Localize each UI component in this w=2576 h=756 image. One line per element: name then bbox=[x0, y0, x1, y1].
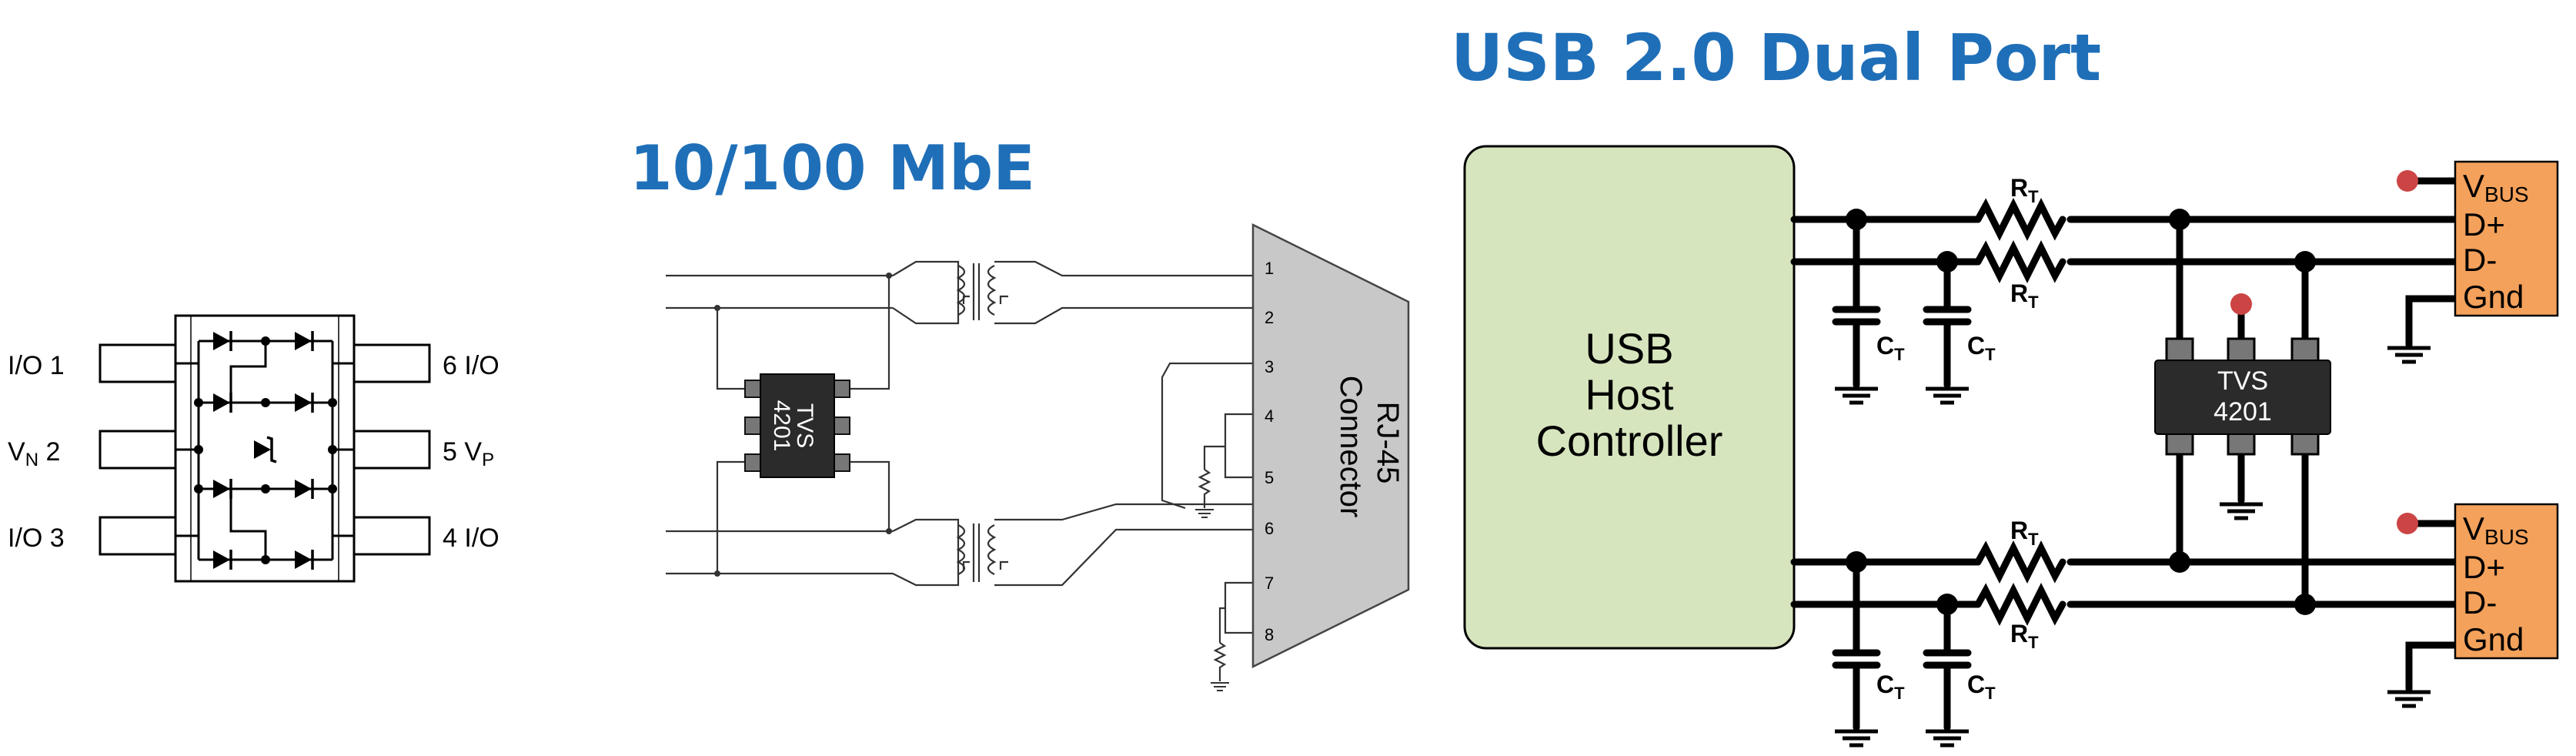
tvs-chip-usb: TVS 4201 bbox=[2154, 293, 2331, 518]
usb-title: USB 2.0 Dual Port bbox=[1451, 20, 2101, 95]
pin-stub-2 bbox=[99, 430, 177, 470]
diode-icon bbox=[212, 548, 232, 571]
pin-label-1: I/O 1 bbox=[8, 351, 65, 380]
resistor-label: RT bbox=[2010, 174, 2039, 206]
usb-port-top: VBUS D+ D- Gnd bbox=[2454, 160, 2559, 317]
connector-pin: 5 bbox=[1265, 468, 1274, 487]
resistor-label: RT bbox=[2010, 279, 2039, 312]
port-pin-gnd: Gnd bbox=[2463, 279, 2524, 315]
connector-pins: 1 2 3 4 5 6 7 8 bbox=[1265, 259, 1274, 644]
connector-pin: 2 bbox=[1265, 308, 1274, 327]
pin-label-2: VN 2 bbox=[8, 437, 60, 472]
ethernet-title: 10/100 MbE bbox=[630, 132, 1035, 204]
connector-pin: 3 bbox=[1265, 357, 1274, 376]
ground-icon bbox=[1926, 389, 1969, 403]
ground-icon bbox=[1835, 731, 1878, 745]
usb-host-controller bbox=[1463, 145, 1796, 650]
diode-icon bbox=[293, 391, 314, 414]
tvs-part-number: 4201 bbox=[2213, 397, 2272, 427]
diode-icon bbox=[212, 391, 232, 414]
capacitor-label: CT bbox=[1967, 332, 1996, 364]
capacitor-label: CT bbox=[1876, 332, 1905, 364]
diode-icon bbox=[293, 477, 314, 500]
connector-pin: 1 bbox=[1265, 259, 1274, 278]
port-pin-vbus: VBUS bbox=[2463, 168, 2529, 206]
ic-pinout: I/O 1 VN 2 I/O 3 6 I/O 5 VP 4 I/O bbox=[8, 314, 499, 583]
usb-port-bottom: VBUS D+ D- Gnd bbox=[2454, 503, 2559, 660]
zener-diode-icon bbox=[254, 436, 277, 463]
ground-icon bbox=[2387, 692, 2431, 706]
pin-label-6: 6 I/O bbox=[443, 351, 499, 380]
pin-stub-1 bbox=[99, 343, 177, 383]
connector-pin: 7 bbox=[1265, 574, 1274, 593]
controller-label: USB bbox=[1585, 324, 1673, 373]
port-pin-dminus: D- bbox=[2463, 242, 2497, 278]
port-pin-dminus: D- bbox=[2463, 584, 2497, 621]
tvs-part-number: 4201 bbox=[769, 400, 794, 452]
pin-label-4: 4 I/O bbox=[443, 524, 499, 553]
ground-icon bbox=[1926, 731, 1969, 745]
diode-icon bbox=[293, 329, 314, 353]
pin-stub-5 bbox=[352, 430, 431, 470]
connector-label: RJ-45 bbox=[1371, 402, 1405, 484]
ground-icon bbox=[2220, 504, 2263, 518]
ground-icon bbox=[1835, 389, 1878, 403]
rj45-connector: 1 2 3 4 5 6 7 8 RJ-45 Connector bbox=[1251, 222, 1410, 669]
pin-stub-3 bbox=[99, 516, 177, 556]
diode-icon bbox=[212, 329, 232, 353]
tvs-label: TVS bbox=[792, 403, 817, 448]
resistor-label: RT bbox=[2010, 517, 2039, 549]
transformer-top bbox=[892, 260, 1262, 325]
connector-label: Connector bbox=[1334, 376, 1368, 518]
ground-icon bbox=[2387, 348, 2431, 362]
pin-stub-4 bbox=[352, 516, 431, 556]
controller-label: Host bbox=[1585, 370, 1674, 419]
connector-pin: 4 bbox=[1265, 406, 1274, 426]
connector-pin: 8 bbox=[1265, 625, 1274, 644]
controller-label: Controller bbox=[1536, 416, 1723, 465]
transformer-bottom bbox=[892, 503, 1262, 587]
capacitor-label: CT bbox=[1876, 671, 1905, 703]
power-dot bbox=[2397, 170, 2418, 192]
diode-icon bbox=[293, 548, 314, 571]
port-pin-dplus: D+ bbox=[2463, 206, 2505, 243]
pin-stub-6 bbox=[352, 343, 431, 383]
resistor-label: RT bbox=[2010, 620, 2039, 652]
capacitor-label: CT bbox=[1967, 671, 1996, 703]
power-dot bbox=[2397, 513, 2418, 534]
ground-icon bbox=[1194, 509, 1214, 518]
port-pin-dplus: D+ bbox=[2463, 549, 2505, 585]
tvs-label: TVS bbox=[2217, 366, 2268, 396]
ground-icon bbox=[1210, 682, 1230, 691]
diode-icon bbox=[212, 477, 232, 500]
pin-label-5: 5 VP bbox=[443, 437, 494, 470]
port-pin-vbus: VBUS bbox=[2463, 510, 2529, 549]
connector-pin: 6 bbox=[1265, 519, 1274, 538]
usb-circuit: USB Host Controller bbox=[1463, 145, 2559, 745]
power-dot bbox=[2230, 293, 2252, 315]
tvs-chip-ethernet: TVS 4201 bbox=[744, 373, 850, 478]
ethernet-circuit: TVS 4201 bbox=[666, 222, 1410, 691]
port-pin-gnd: Gnd bbox=[2463, 621, 2524, 657]
pin-label-3: I/O 3 bbox=[8, 524, 65, 553]
